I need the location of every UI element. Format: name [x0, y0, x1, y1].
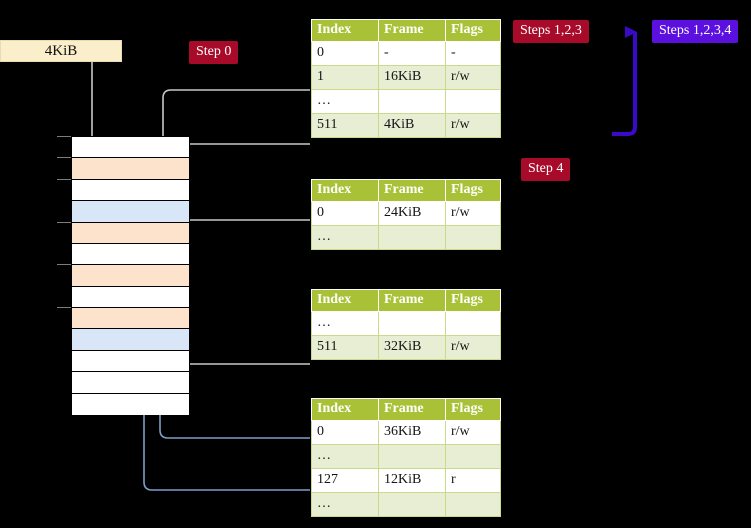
column-header-flags: Flags	[445, 179, 501, 202]
memory-frame-row	[72, 329, 189, 351]
column-header-frame: Frame	[378, 289, 446, 312]
table-cell-index: 0	[311, 201, 379, 226]
table-row: …	[311, 311, 501, 336]
table-row: …	[311, 492, 501, 517]
table-cell-frame: 12KiB	[378, 468, 446, 493]
frame-size-label: 4KiB	[0, 40, 122, 62]
table-cell-flags	[445, 225, 501, 250]
table-cell-frame: 32KiB	[378, 335, 446, 360]
table-row: 0--	[311, 41, 501, 66]
memory-frame-row	[72, 158, 189, 180]
memory-tick	[57, 179, 71, 180]
table-cell-frame: 36KiB	[378, 420, 446, 445]
table-cell-flags: -	[445, 41, 501, 66]
table-cell-frame: -	[378, 41, 446, 66]
memory-frame-row	[72, 286, 189, 308]
column-header-index: Index	[311, 179, 379, 202]
memory-frame-row	[72, 222, 189, 244]
table-cell-frame: 4KiB	[378, 113, 446, 138]
table-cell-frame: 24KiB	[378, 201, 446, 226]
table-cell-flags: r/w	[445, 113, 501, 138]
table-cell-frame	[378, 89, 446, 114]
memory-frame-row	[72, 201, 189, 223]
steps-1234-badge: Steps 1,2,3,4	[652, 20, 739, 43]
column-header-index: Index	[311, 398, 379, 421]
column-header-flags: Flags	[445, 19, 501, 42]
column-header-index: Index	[311, 19, 379, 42]
memory-tick	[57, 264, 71, 265]
column-header-index: Index	[311, 289, 379, 312]
memory-tick	[57, 222, 71, 223]
memory-frame-row	[72, 308, 189, 330]
memory-frame-row	[72, 243, 189, 266]
column-header-frame: Frame	[378, 398, 446, 421]
table-cell-index: 511	[311, 113, 379, 138]
memory-frame-row	[72, 393, 189, 415]
table-cell-frame	[378, 492, 446, 517]
table-cell-flags	[445, 311, 501, 336]
table-cell-frame	[378, 311, 446, 336]
table-cell-flags: r/w	[445, 65, 501, 90]
table-cell-flags	[445, 492, 501, 517]
table-cell-flags: r/w	[445, 201, 501, 226]
table-cell-index: …	[311, 311, 379, 336]
table-cell-index: 0	[311, 420, 379, 445]
memory-frame-row	[72, 265, 189, 287]
memory-tick	[57, 307, 71, 308]
table-cell-frame	[378, 225, 446, 250]
table-row: …	[311, 444, 501, 469]
table-cell-frame: 16KiB	[378, 65, 446, 90]
memory-frame-row	[72, 179, 189, 202]
table-cell-flags: r	[445, 468, 501, 493]
table-cell-index: …	[311, 89, 379, 114]
step-0-badge: Step 0	[189, 41, 239, 64]
table-cell-index: …	[311, 225, 379, 250]
memory-frame-row	[72, 350, 189, 373]
table-cell-index: 0	[311, 41, 379, 66]
table-cell-flags: r/w	[445, 420, 501, 445]
column-header-frame: Frame	[378, 179, 446, 202]
table-cell-index: 511	[311, 335, 379, 360]
physical-memory-column	[71, 136, 190, 415]
table-cell-index: 1	[311, 65, 379, 90]
column-header-frame: Frame	[378, 19, 446, 42]
memory-tick	[57, 157, 71, 158]
table-cell-flags	[445, 444, 501, 469]
table-cell-index: …	[311, 492, 379, 517]
table-cell-flags	[445, 89, 501, 114]
step-4-badge: Step 4	[521, 158, 571, 181]
column-header-flags: Flags	[445, 289, 501, 312]
memory-frame-row	[72, 137, 189, 159]
column-header-flags: Flags	[445, 398, 501, 421]
table-row: …	[311, 225, 501, 250]
table-row: …	[311, 89, 501, 114]
table-cell-flags: r/w	[445, 335, 501, 360]
table-cell-index: …	[311, 444, 379, 469]
memory-tick	[57, 136, 71, 137]
steps-123-badge: Steps 1,2,3	[513, 20, 589, 43]
table-cell-index: 127	[311, 468, 379, 493]
memory-frame-row	[72, 372, 189, 394]
table-cell-frame	[378, 444, 446, 469]
